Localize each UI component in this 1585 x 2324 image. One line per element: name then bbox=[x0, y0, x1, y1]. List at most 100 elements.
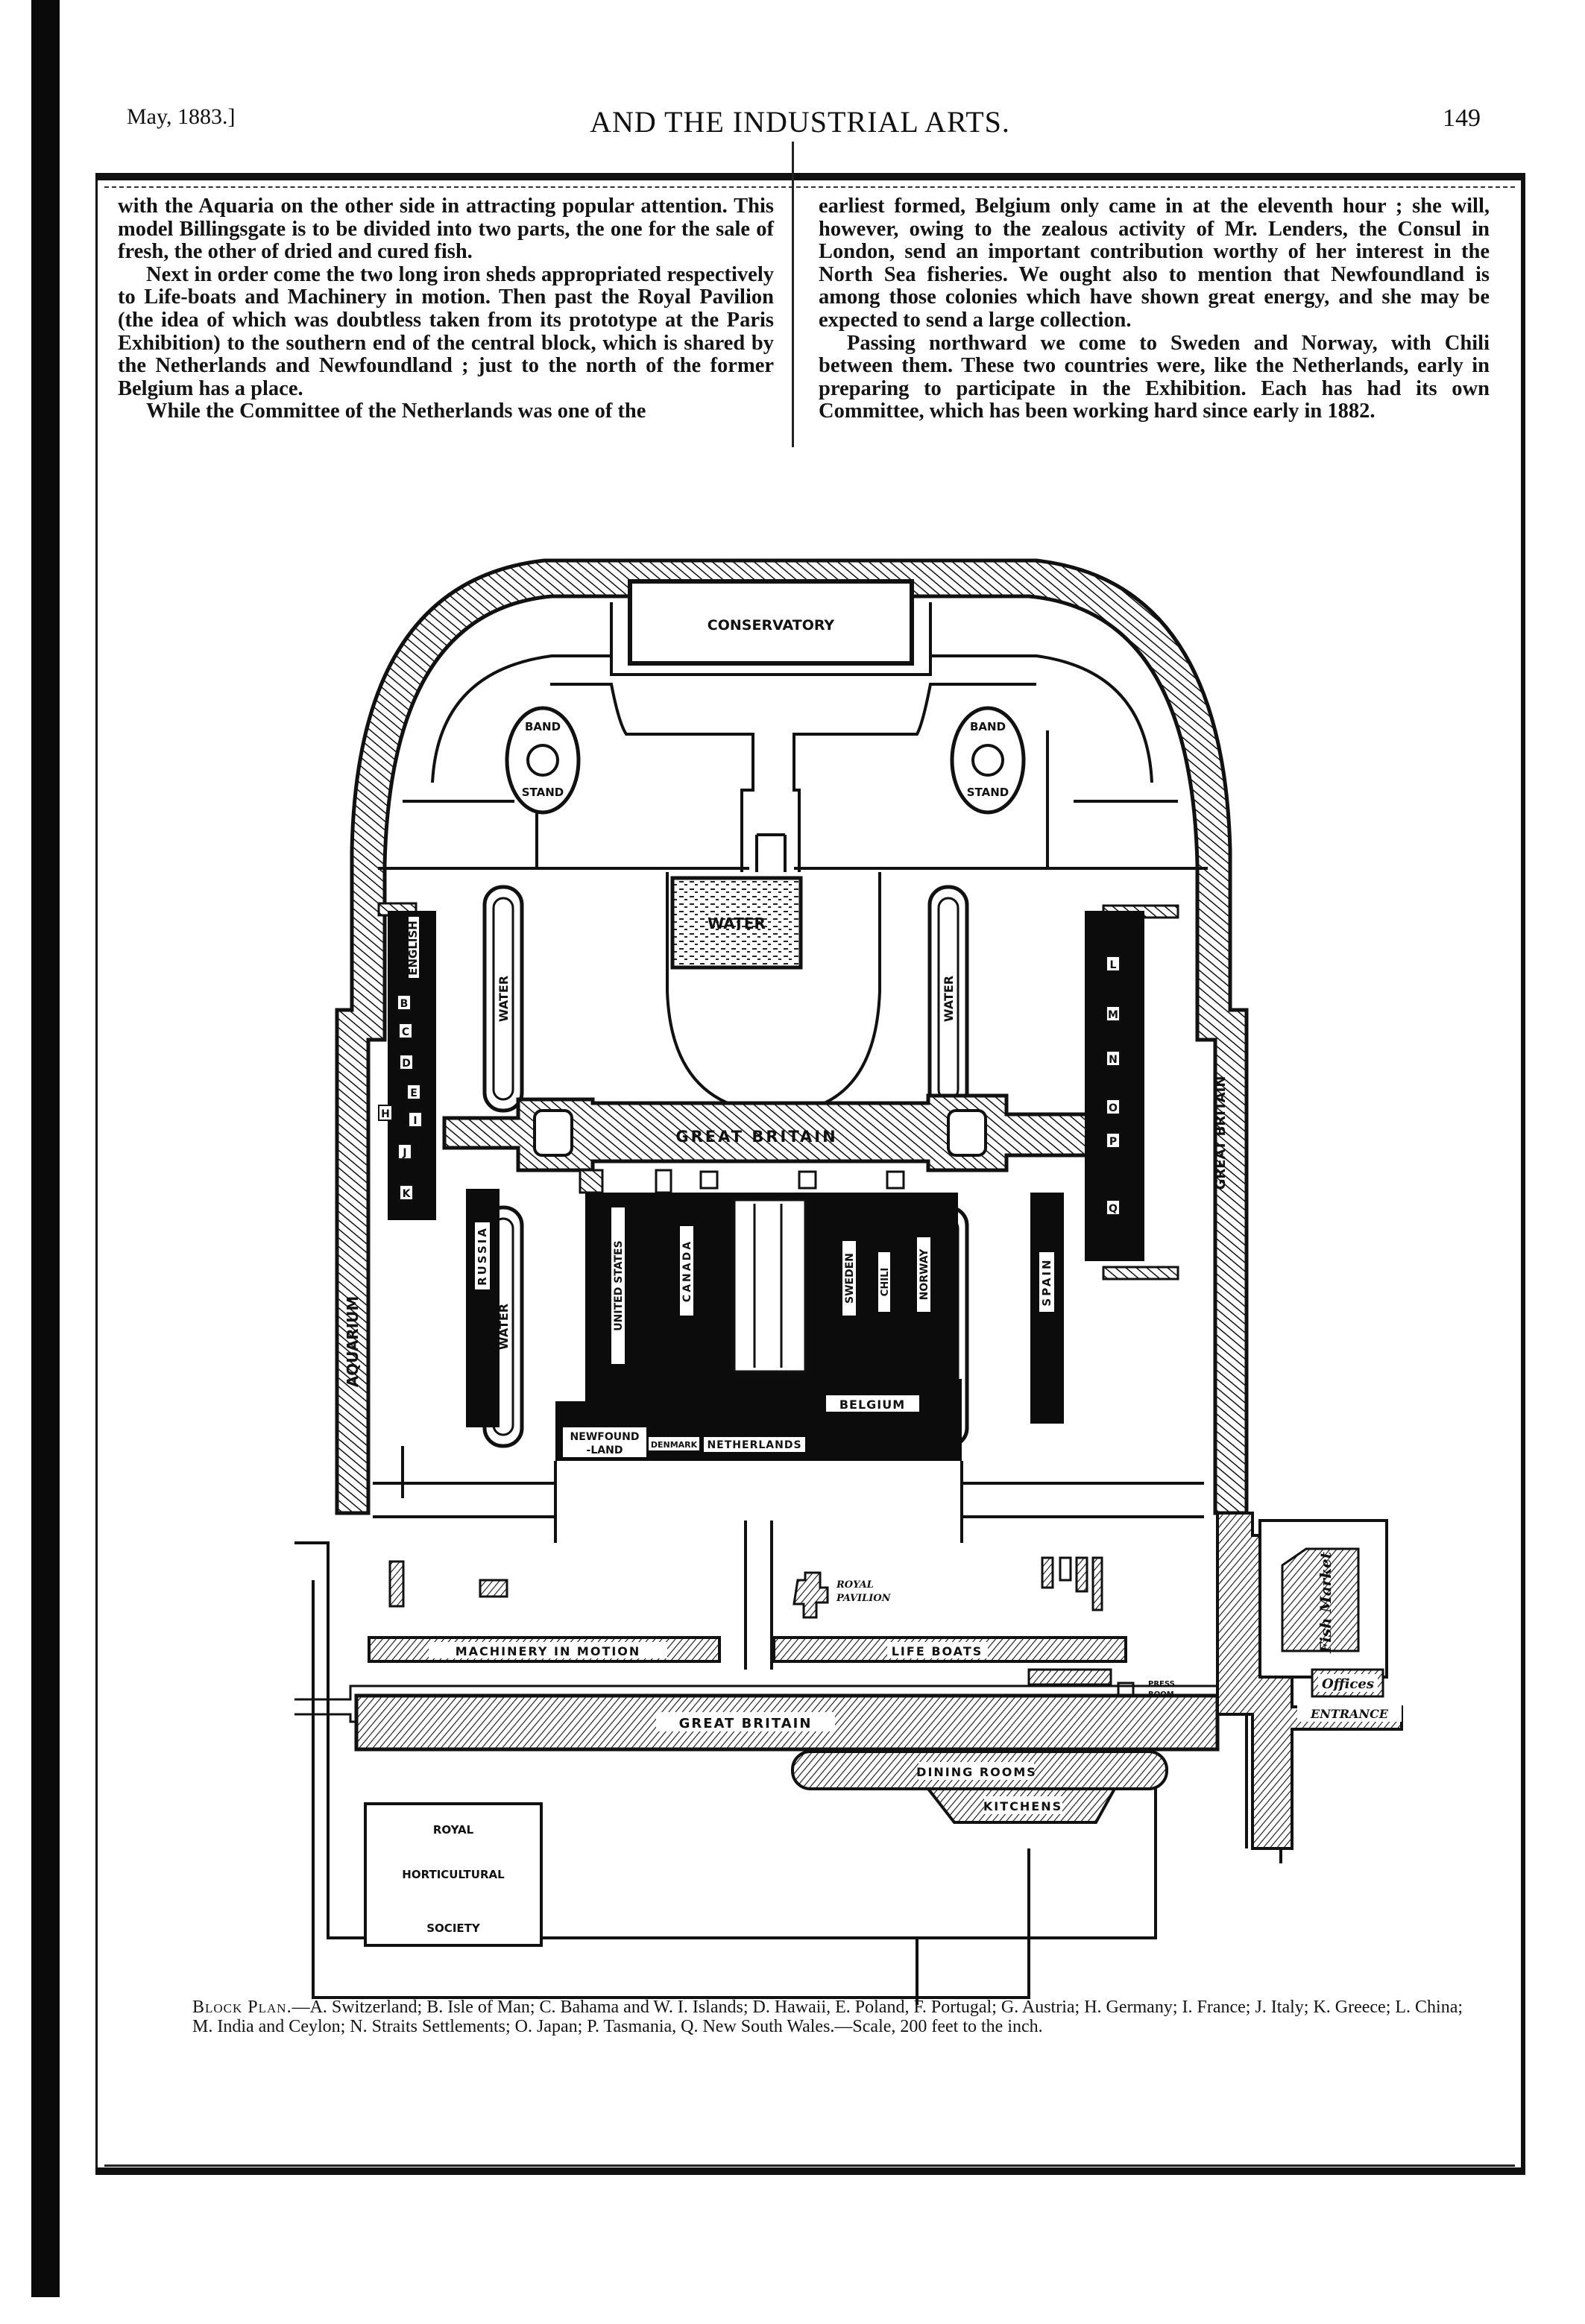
machinery-label: MACHINERY IN MOTION bbox=[456, 1644, 641, 1658]
band-stand-right: BAND STAND bbox=[950, 706, 1026, 815]
netherlands-label: NETHERLANDS bbox=[707, 1439, 801, 1451]
caption-lead: Block Plan. bbox=[192, 1998, 292, 2017]
section-letter-box bbox=[1106, 1099, 1121, 1115]
paragraph: Passing northward we come to Sweden and … bbox=[819, 331, 1490, 423]
section-letter-box bbox=[1106, 1005, 1121, 1022]
great-britain-label: GREAT BRITAIN bbox=[675, 1128, 837, 1146]
left-wing-letter-group: B C D E H I J K bbox=[378, 994, 423, 1201]
header-date: May, 1883.] bbox=[127, 104, 236, 129]
press-room-label: PRESS bbox=[1148, 1680, 1175, 1688]
rhs-label: ROYAL bbox=[433, 1823, 474, 1837]
spain-label: SPAIN bbox=[1040, 1257, 1053, 1306]
section-letter: I bbox=[413, 1115, 417, 1127]
section-letter: H bbox=[381, 1108, 390, 1120]
kitchens-label: KITCHENS bbox=[983, 1799, 1062, 1813]
great-britain-label: GREAT BRITAIN bbox=[1213, 1076, 1229, 1190]
article-column-right: earliest formed, Belgium only came in at… bbox=[819, 195, 1490, 423]
band-stand-label: BAND bbox=[970, 720, 1006, 733]
section-letter-box bbox=[399, 1184, 414, 1201]
section-letter-box bbox=[378, 1105, 393, 1121]
band-stand-left: BAND STAND bbox=[505, 706, 581, 815]
section-letter: B bbox=[400, 998, 409, 1010]
entrance-label: ENTRANCE bbox=[1310, 1707, 1389, 1721]
caption-text: —A. Switzerland; B. Isle of Man; C. Baha… bbox=[192, 1998, 1463, 2036]
central-water-pond: WATER bbox=[666, 872, 881, 1112]
section-letter-box bbox=[1106, 1199, 1121, 1216]
rhs-label: SOCIETY bbox=[426, 1922, 481, 1935]
page-frame-inner-rule bbox=[104, 186, 1515, 2167]
book-spine-edge bbox=[31, 0, 60, 2297]
section-letter: C bbox=[402, 1026, 409, 1038]
dining-rooms-label: DINING ROOMS bbox=[916, 1765, 1037, 1779]
section-letter: O bbox=[1109, 1102, 1118, 1114]
section-letter: L bbox=[1110, 959, 1117, 971]
water-label: WATER bbox=[708, 915, 766, 932]
royal-pavilion-label: PAVILION bbox=[836, 1593, 892, 1604]
small-sheds bbox=[388, 1556, 1103, 1611]
section-letter: Q bbox=[1109, 1203, 1118, 1215]
machinery-in-motion-shed: MACHINERY IN MOTION bbox=[368, 1636, 721, 1663]
page-frame bbox=[95, 173, 1525, 2175]
section-letter: M bbox=[1108, 1009, 1118, 1021]
band-stand-label: STAND bbox=[522, 786, 564, 799]
denmark-label: DENMARK bbox=[651, 1440, 698, 1450]
great-britain-label: GREAT BRITAIN bbox=[679, 1716, 813, 1731]
chili-label: CHILI bbox=[880, 1268, 891, 1296]
band-stand-label: STAND bbox=[967, 786, 1009, 799]
water-label: WATER bbox=[497, 1304, 511, 1350]
section-letter-box bbox=[399, 1054, 414, 1070]
section-letter: P bbox=[1109, 1136, 1117, 1148]
right-wing bbox=[1085, 904, 1179, 1281]
aquarium-label: AQUARIUM bbox=[344, 1296, 362, 1388]
column-divider bbox=[792, 142, 794, 447]
kitchens: KITCHENS bbox=[924, 1787, 1118, 1824]
life-boats-label: LIFE BOATS bbox=[892, 1644, 983, 1658]
norway-label: NORWAY bbox=[918, 1248, 930, 1301]
water-label: WATER bbox=[497, 976, 511, 1022]
article-column-left: with the Aquaria on the other side in at… bbox=[118, 195, 774, 423]
section-letter-box bbox=[406, 1084, 421, 1100]
entrance-complex: Fish Market Offices ENTRANCE bbox=[1216, 1512, 1403, 1850]
garden-paths bbox=[378, 654, 1208, 906]
royal-pavilion-label: ROYAL bbox=[836, 1579, 874, 1591]
paragraph: with the Aquaria on the other side in at… bbox=[118, 195, 774, 264]
united-states-label: UNITED STATES bbox=[613, 1240, 625, 1330]
section-letter: D bbox=[402, 1058, 411, 1070]
life-boats-shed: LIFE BOATS bbox=[772, 1636, 1127, 1663]
lower-paths bbox=[373, 1446, 1204, 1670]
right-wing-letter-group: L M N O P Q bbox=[1106, 956, 1121, 1216]
page-number: 149 bbox=[1443, 104, 1481, 132]
central-block: UNITED STATES CANADA SWEDEN CHILI NORWAY… bbox=[555, 1169, 962, 1461]
great-britain-cross-gallery: GREAT BRITAIN bbox=[442, 1093, 1089, 1172]
dining-rooms: DINING ROOMS bbox=[791, 1750, 1168, 1790]
great-britain-south-gallery: GREAT BRITAIN bbox=[294, 1684, 1220, 1752]
royal-pavilion: ROYAL PAVILION bbox=[792, 1571, 892, 1619]
paragraph: earliest formed, Belgium only came in at… bbox=[819, 195, 1490, 332]
russia-label: RUSSIA bbox=[476, 1226, 489, 1286]
section-letter-box bbox=[1106, 956, 1121, 972]
water-label: WATER bbox=[942, 976, 956, 1022]
section-letter-box bbox=[1106, 1132, 1121, 1149]
conservatory: CONSERVATORY bbox=[610, 579, 932, 676]
newfoundland-label: NEWFOUND bbox=[570, 1431, 640, 1443]
section-letter-box bbox=[1106, 1050, 1121, 1067]
paragraph: Next in order come the two long iron she… bbox=[118, 262, 774, 400]
section-letter-box bbox=[408, 1111, 423, 1128]
section-letter-box bbox=[397, 994, 412, 1011]
band-stand-label: BAND bbox=[525, 720, 561, 733]
english-label: ENGLISH bbox=[406, 921, 420, 976]
fish-market-label: Fish Market bbox=[1317, 1551, 1335, 1654]
offices-label: Offices bbox=[1322, 1676, 1374, 1692]
canada-label: CANADA bbox=[681, 1240, 693, 1302]
section-letter: K bbox=[403, 1188, 412, 1200]
section-letter-box bbox=[397, 1143, 412, 1160]
section-letter: J bbox=[402, 1147, 406, 1159]
conservatory-label: CONSERVATORY bbox=[708, 617, 835, 634]
section-letter: N bbox=[1109, 1054, 1118, 1066]
paragraph: While the Committee of the Netherlands w… bbox=[146, 400, 646, 423]
rhs-label: HORTICULTURAL bbox=[402, 1868, 505, 1881]
running-title: AND THE INDUSTRIAL ARTS. bbox=[590, 105, 1010, 139]
section-letter: E bbox=[410, 1087, 417, 1099]
section-letter-box bbox=[398, 1023, 413, 1039]
figure-caption: Block Plan.—A. Switzerland; B. Isle of M… bbox=[192, 1998, 1475, 2036]
